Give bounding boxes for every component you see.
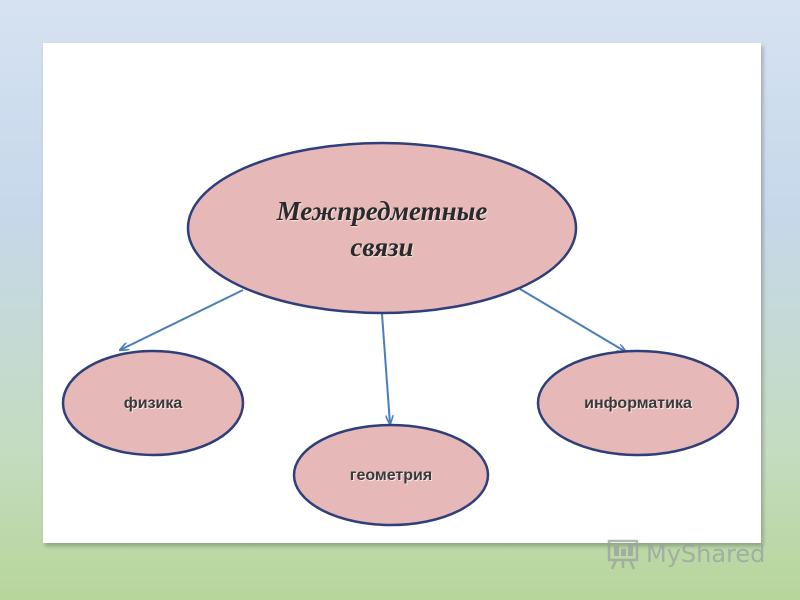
node-informatics [536, 349, 740, 457]
arrow-to-geometry [381, 313, 390, 424]
physics-label: физика [123, 395, 183, 412]
central-node [186, 141, 578, 315]
watermark: MyShared [606, 536, 765, 572]
arrow-to-physics [120, 289, 244, 350]
arrow-to-informatics [519, 288, 626, 352]
central-label-line1: Межпредметные [276, 196, 488, 226]
node-physics [61, 349, 245, 457]
node-geometry [292, 423, 490, 527]
presentation-board-icon [607, 539, 639, 570]
watermark-text: MyShared [646, 540, 766, 568]
geometry-label: геометрия [349, 467, 433, 484]
central-label-line2: связи [350, 232, 414, 262]
informatics-label: информатика [584, 395, 692, 412]
central-node-label: Межпредметные связи [277, 193, 488, 265]
